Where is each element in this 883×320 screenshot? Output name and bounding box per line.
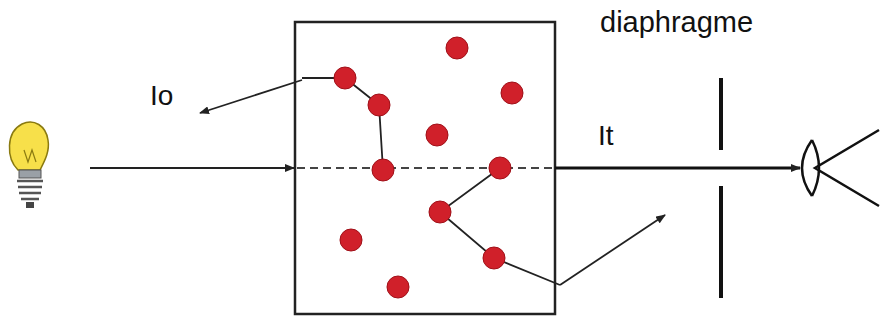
transmitted-beam [555,167,800,170]
scattered-ray [200,80,302,113]
eye [802,130,879,206]
diaphragm [719,78,723,150]
light-bulb [9,122,48,208]
scatter-path [302,78,383,170]
sample-cell [295,22,555,314]
scatter-path [440,168,560,285]
text-label: Io [150,82,173,110]
text-label: It [598,122,614,150]
diaphragm [719,186,723,298]
scattered-ray [560,215,665,285]
transmitted-path [297,167,553,169]
particles [334,37,523,298]
text-label: diaphragme [600,8,753,37]
incident-beam [90,167,294,169]
